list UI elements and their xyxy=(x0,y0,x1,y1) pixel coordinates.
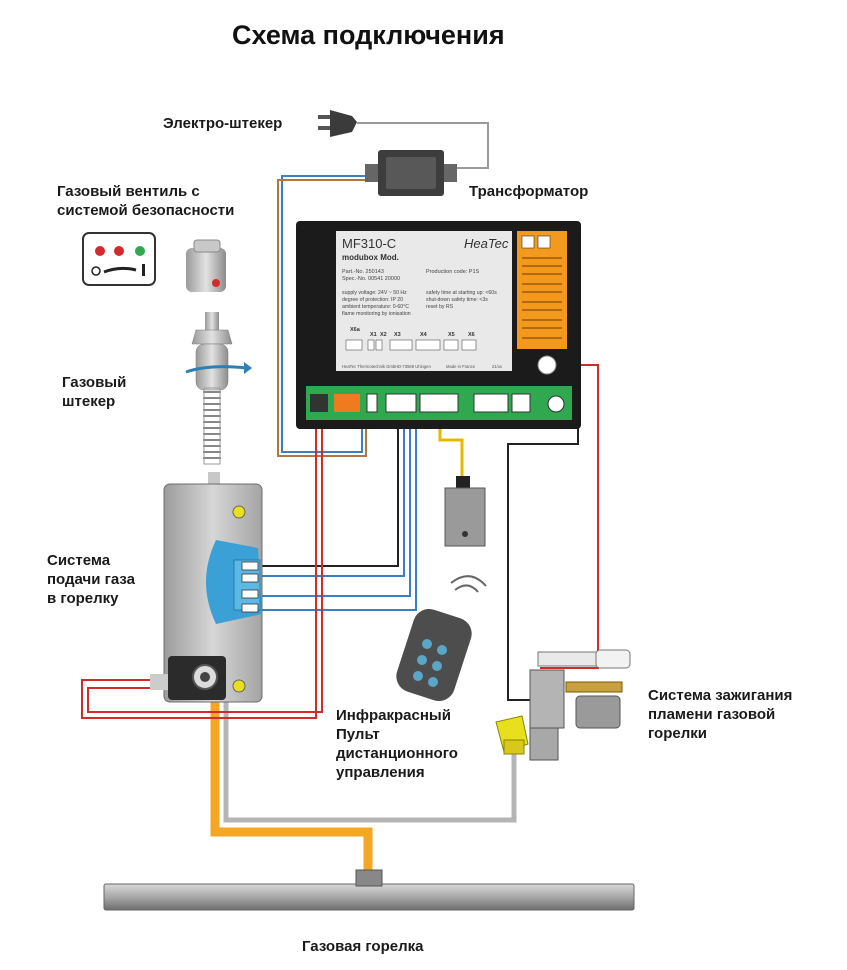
label-gas-plug-line2: штекер xyxy=(62,393,116,410)
gas-pipes xyxy=(210,700,517,878)
wires xyxy=(81,122,599,719)
ir-remote xyxy=(396,575,487,702)
label-gas-supply: Система подачи газа в горелку xyxy=(47,551,135,608)
conn-x2: X2 xyxy=(380,332,387,338)
wire-supply-blue1 xyxy=(262,402,405,577)
spec-right-2: reset by RS xyxy=(426,304,454,310)
label-ignition: Система зажигания пламени газовой горелк… xyxy=(648,686,792,743)
ignition-system xyxy=(495,649,631,761)
terminal-orange xyxy=(334,394,360,412)
subtitle-text: modubox Mod. xyxy=(342,253,399,262)
gas-plug xyxy=(185,312,252,486)
wire-plug-transformer xyxy=(357,122,489,169)
spec-right-1: shut-down safety time: <3s xyxy=(426,297,488,303)
spec-left-2: ambient temperature: 0-60°C xyxy=(342,304,409,310)
label-electric-plug: Электро-штекер xyxy=(163,115,283,132)
label-gas-plug-line1: Газовый xyxy=(62,374,127,391)
label-ir-remote: Инфракрасный Пульт дистанционного управл… xyxy=(336,706,458,782)
wire-red-supply xyxy=(87,402,323,713)
part-no: Part.-No. 250143 xyxy=(342,269,384,275)
gas-valve-knob xyxy=(186,239,226,292)
label-gas-supply-line2: подачи газа xyxy=(47,571,135,588)
footer-0: HeaTec Thermotechnik GmbH xyxy=(342,364,398,369)
label-ignition-line1: Система зажигания xyxy=(648,687,793,704)
label-gas-valve-line1: Газовый вентиль с xyxy=(57,183,200,200)
label-gas-supply-line1: Система xyxy=(47,552,111,569)
wire-supply-black xyxy=(262,402,399,567)
wire-supply-blue3 xyxy=(262,402,417,611)
footer-2: Made in France xyxy=(446,364,476,369)
control-unit xyxy=(296,221,581,429)
gas-pipe-main xyxy=(210,700,373,878)
label-gas-valve: Газовый вентиль с системой безопасности xyxy=(57,182,234,220)
model-text: MF310-C xyxy=(342,236,396,251)
flame-sensor xyxy=(444,476,486,547)
footer-3: 21/xx xyxy=(492,364,503,369)
label-ignition-line2: пламени газовой xyxy=(648,706,776,723)
label-ignition-line3: горелки xyxy=(648,725,707,742)
wire-transformer-brown xyxy=(277,179,377,457)
label-ir-remote-line1: Инфракрасный xyxy=(336,707,451,724)
spec-left-0: supply voltage: 24V ~ 50 Hz xyxy=(342,290,407,296)
warning-sticker xyxy=(517,231,567,349)
conn-x3: X3 xyxy=(394,332,401,338)
transformer xyxy=(365,150,457,196)
gas-burner xyxy=(103,869,635,911)
conn-x1: X1 xyxy=(370,332,377,338)
label-ir-remote-line4: управления xyxy=(336,764,425,781)
label-gas-plug: Газовый штекер xyxy=(62,373,126,411)
page-title: Схема подключения xyxy=(232,20,505,50)
spec-no: Spec.-No. 00541 20000 xyxy=(342,276,400,282)
label-burner: Газовая горелка xyxy=(302,938,424,955)
gas-pipe-pilot xyxy=(223,700,517,823)
label-ir-remote-line2: Пульт xyxy=(336,726,380,743)
spec-right-0: safety time at starting up: <60s xyxy=(426,290,497,296)
wire-supply-blue2 xyxy=(262,402,411,597)
conn-x5: X5 xyxy=(448,332,455,338)
label-transformer: Трансформатор xyxy=(469,183,589,200)
spec-left-3: flame monitoring by ionisation xyxy=(342,311,411,317)
spec-left-1: degree of protection: IP 20 xyxy=(342,297,403,303)
gas-valve-panel xyxy=(82,232,156,286)
conn-x4: X4 xyxy=(420,332,428,338)
footer-1: D-73569 Uhingen xyxy=(398,364,431,369)
wire-red-supply-2 xyxy=(81,402,317,719)
label-ir-remote-line3: дистанционного xyxy=(336,745,458,762)
conn-x6: X6 xyxy=(468,332,475,338)
label-gas-supply-line3: в горелку xyxy=(47,590,119,607)
wire-transformer-blue xyxy=(281,175,377,453)
conn-x6a: X6a xyxy=(350,327,361,333)
production-code: Production code: P1S xyxy=(426,269,480,275)
label-gas-valve-line2: системой безопасности xyxy=(57,202,235,219)
brand-text: HeaTec xyxy=(464,236,509,251)
gas-supply-unit xyxy=(150,483,263,703)
electric-plug xyxy=(318,110,357,137)
plate-text: MF310-C HeaTec modubox Mod. Part.-No. 25… xyxy=(342,236,509,369)
